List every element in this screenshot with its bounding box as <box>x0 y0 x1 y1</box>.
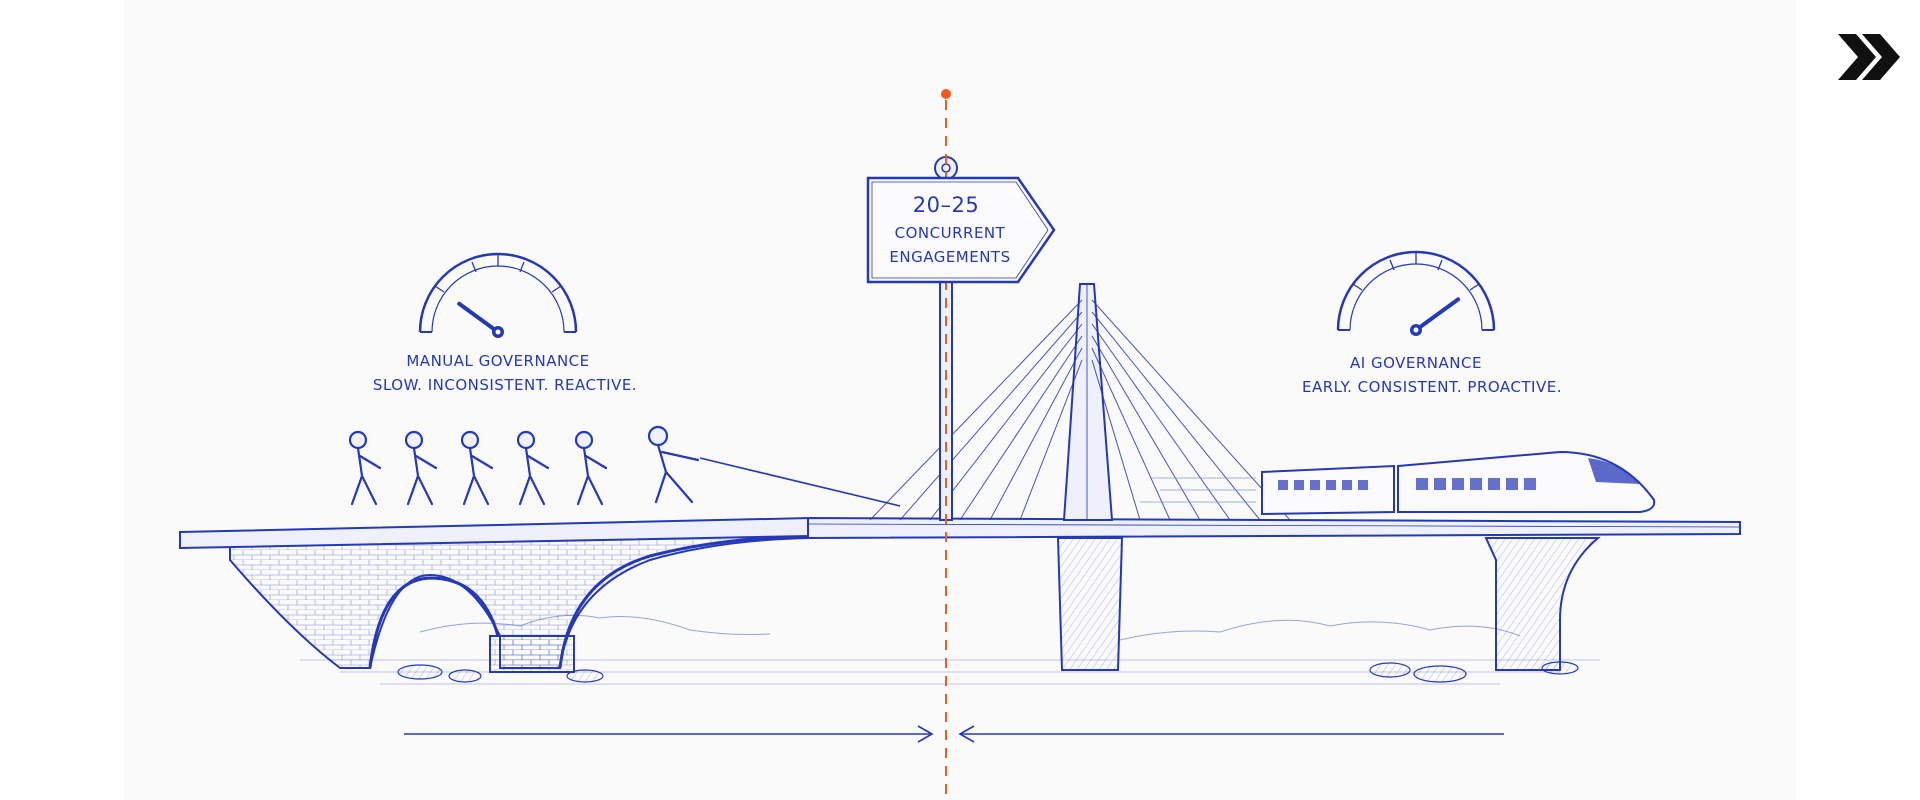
right-gauge <box>1336 250 1496 336</box>
worker <box>348 430 382 506</box>
left-gauge-needle <box>457 301 500 334</box>
worker <box>647 425 700 504</box>
engagements-sign <box>866 176 1056 284</box>
left-gauge <box>418 252 578 338</box>
bridge-deck <box>179 516 1741 550</box>
left-gauge-subtitle: SLOW. INCONSISTENT. REACTIVE. <box>373 376 637 394</box>
worker <box>404 430 438 506</box>
cable-stay-tower <box>1062 283 1114 521</box>
left-gauge-title: MANUAL GOVERNANCE <box>406 352 589 370</box>
worker <box>516 430 550 506</box>
stay-cables <box>869 299 1291 521</box>
converging-arrows <box>404 725 1504 743</box>
worker <box>460 430 494 506</box>
right-gauge-subtitle: EARLY. CONSISTENT. PROACTIVE. <box>1302 378 1562 396</box>
distant-hills <box>419 614 1521 641</box>
double-chevron-right-icon[interactable] <box>1836 30 1902 84</box>
right-gauge-title: AI GOVERNANCE <box>1350 354 1482 372</box>
sign-line-concurrent: CONCURRENT <box>895 224 1006 242</box>
sign-line-engagements: ENGAGEMENTS <box>889 248 1010 266</box>
tug-rope <box>699 457 901 507</box>
stone-bridge <box>229 518 1579 683</box>
high-speed-train <box>1140 450 1656 516</box>
bridge-piers <box>1056 537 1601 671</box>
sign-value: 20–25 <box>913 193 979 217</box>
worker <box>574 430 608 506</box>
right-gauge-needle <box>1414 297 1461 332</box>
workers-group <box>348 425 700 506</box>
